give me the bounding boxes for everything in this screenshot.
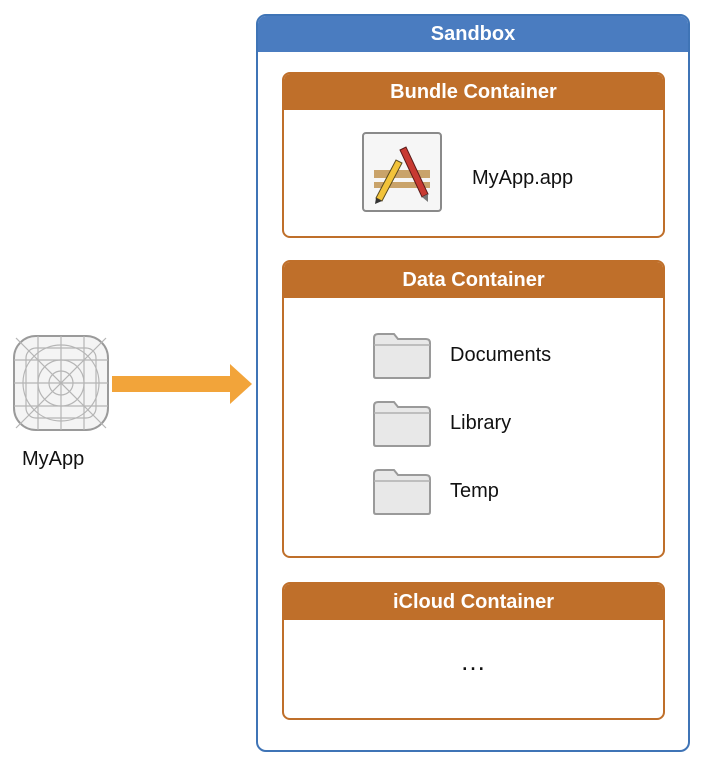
data-container: Data Container [282,260,665,558]
folder-icon[interactable] [372,332,432,380]
app-name-label: MyApp [22,448,85,470]
bundle-container: Bundle Container [282,72,665,238]
icloud-container: iCloud Container [282,582,665,720]
data-container-title: Data Container [284,262,663,298]
icloud-container-title: iCloud Container [284,584,663,620]
app-bundle-icon[interactable] [362,132,442,212]
icloud-ellipsis: … [460,646,487,676]
bundle-container-title: Bundle Container [284,74,663,110]
folder-label-documents: Documents [450,344,552,366]
folder-label-library: Library [450,412,512,434]
folder-label-temp: Temp [450,480,499,502]
app-grid-icon[interactable] [12,334,110,432]
sandbox-title: Sandbox [258,16,688,52]
folder-icon[interactable] [372,400,432,448]
arrow-right-icon [112,362,252,406]
app-bundle-label: MyApp.app [472,167,574,189]
folder-icon[interactable] [372,468,432,516]
